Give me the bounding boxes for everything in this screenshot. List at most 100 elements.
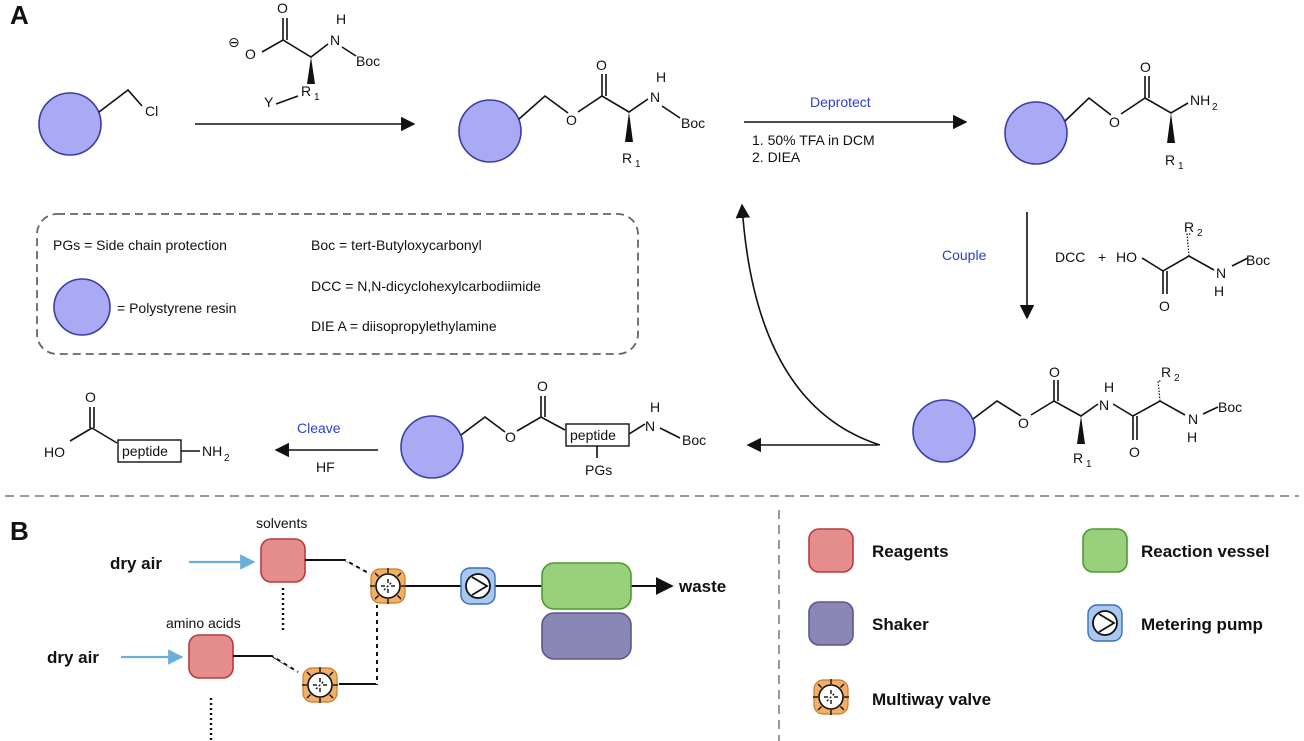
legend-vessel-swatch [1082, 528, 1128, 573]
legend-metering-pump: Metering pump [1141, 615, 1263, 634]
carbonyl-o-2: O [596, 57, 607, 73]
ester-o-6: O [505, 429, 516, 445]
ho-label: HO [1116, 249, 1137, 265]
r1-subscript-3: 1 [1178, 161, 1184, 172]
ester-o: O [566, 112, 577, 128]
r1-subscript: 1 [314, 92, 320, 103]
amine-nh: NH [1190, 92, 1210, 108]
plus-sign: + [1098, 249, 1106, 265]
legend-dcc: DCC = N,N-dicyclohexylcarbodiimide [311, 278, 541, 294]
legend-shaker: Shaker [872, 615, 929, 634]
metering-pump [460, 567, 496, 605]
amide-n-7: N [645, 418, 655, 434]
r1-subscript-2: 1 [635, 159, 641, 170]
pgs-label: PGs [585, 462, 612, 478]
solvent-line [305, 559, 371, 575]
r2-label: R [1184, 219, 1194, 235]
amide-n: N [330, 32, 340, 48]
chloride-label: Cl [145, 103, 158, 119]
valve-link [339, 605, 378, 685]
panel-label-a: A [10, 0, 29, 30]
reaction-vessel [541, 562, 632, 610]
cleave-label: Cleave [297, 420, 341, 436]
amide-h-5: H [1104, 379, 1114, 395]
carbonyl-o-7: O [537, 378, 548, 394]
legend-pgs: PGs = Side chain protection [53, 237, 227, 253]
carbonyl-o-5: O [1049, 364, 1060, 380]
legend-diea: DIE A = diisopropylethylamine [311, 318, 497, 334]
legend-b: Reagents Reaction vessel Shaker Metering… [808, 528, 1270, 716]
boc-label-4: Boc [1246, 252, 1270, 268]
deprotect-label: Deprotect [810, 94, 871, 110]
product-nh-sub: 2 [224, 453, 230, 464]
panel-label-b: B [10, 516, 29, 546]
resin-bead-2 [458, 99, 522, 163]
product-ho: HO [44, 444, 65, 460]
carbonyl-o-3: O [1140, 59, 1151, 75]
legend-resin-bead [53, 278, 111, 336]
deprotect-step-1: 1. 50% TFA in DCM [752, 132, 875, 148]
resin-bead-4 [912, 399, 976, 463]
r1-label-5: R [1073, 450, 1083, 466]
dry-air-label-1: dry air [110, 554, 162, 573]
solvents-label: solvents [256, 515, 307, 531]
r1-subscript-5: 1 [1086, 459, 1092, 470]
deprotect-step-2: 2. DIEA [752, 149, 801, 165]
boc-amino-acid-2: HO O N H Boc R 2 [1116, 219, 1270, 314]
amide-n-5: N [1099, 397, 1109, 413]
dry-air-label-2: dry air [47, 648, 99, 667]
legend-boc: Boc = tert-Butyloxycarbonyl [311, 237, 482, 253]
boc-label: Boc [356, 53, 380, 69]
legend-shaker-swatch [808, 601, 854, 646]
amide-h-2: H [656, 69, 666, 85]
product-o: O [85, 389, 96, 405]
dcc-label: DCC [1055, 249, 1085, 265]
product-nh: NH [202, 443, 222, 459]
legend-reaction-vessel: Reaction vessel [1141, 542, 1270, 561]
amide-n-4: N [1216, 265, 1226, 281]
amide-h-7: H [650, 399, 660, 415]
legend-multiway-valve: Multiway valve [872, 690, 991, 709]
amino-acid-line [233, 655, 299, 673]
resin-ester-boc: O O H N Boc R 1 [458, 57, 705, 170]
resin-amine: O O NH 2 R 1 [1004, 59, 1218, 172]
y-label: Y [264, 94, 274, 110]
couple-label: Couple [942, 247, 987, 263]
multiway-valve-1 [369, 567, 407, 605]
shaker [541, 612, 632, 660]
boc-label-2: Boc [681, 115, 705, 131]
r2-subscript-5: 2 [1174, 373, 1180, 384]
amide-h-4: H [1214, 283, 1224, 299]
amino-acids-label: amino acids [166, 615, 241, 631]
amine-nh-sub: 2 [1212, 102, 1218, 113]
legend-resin: = Polystyrene resin [117, 300, 236, 316]
legend-a: PGs = Side chain protection = Polystyren… [36, 213, 639, 355]
boc-label-5: Boc [1218, 399, 1242, 415]
amino-acids-reservoir [188, 634, 234, 679]
resin-bead [38, 92, 102, 156]
multiway-valve-2 [301, 666, 339, 704]
synthesizer-setup: dry air solvents dry air amino acids was… [47, 515, 726, 741]
legend-valve-swatch [812, 678, 850, 716]
carboxylate-o: O [245, 46, 256, 62]
arrow-repeat-cycle [735, 203, 881, 446]
resin-bead-5 [400, 415, 464, 479]
r2-label-5: R [1161, 364, 1171, 380]
amide-n-2: N [650, 89, 660, 105]
resin-dipeptide: O O O H N N H Boc R 1 R 2 [912, 364, 1242, 470]
legend-pump-swatch [1087, 604, 1123, 642]
hf-label: HF [316, 459, 335, 475]
peptide-label: peptide [570, 427, 616, 443]
ester-o-3: O [1109, 114, 1120, 130]
boc-amino-acid: ⊖ O O H N Boc Y R 1 [228, 0, 380, 110]
legend-reagents-swatch [808, 528, 854, 573]
amide-h: H [336, 11, 346, 27]
r1-label-3: R [1165, 152, 1175, 168]
free-peptide: O HO peptide NH 2 [44, 389, 230, 464]
carbonyl-o-4: O [1159, 298, 1170, 314]
boc-label-7: Boc [682, 432, 706, 448]
r2-subscript: 2 [1197, 228, 1203, 239]
ester-o-5: O [1018, 415, 1029, 431]
